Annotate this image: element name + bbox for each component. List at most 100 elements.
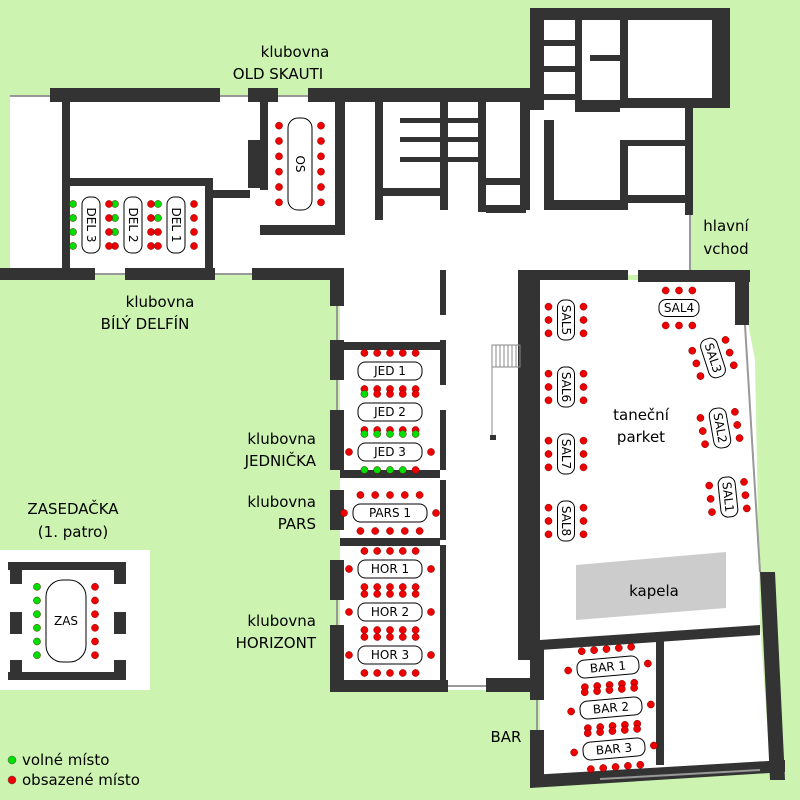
- table-top: [123, 196, 143, 254]
- label-bar: BAR: [491, 728, 522, 746]
- table-top: [287, 117, 313, 211]
- walls: [0, 8, 785, 788]
- wall: [260, 225, 345, 235]
- seat-occupied: [579, 369, 588, 378]
- seat-occupied: [661, 321, 670, 330]
- seat-free: [33, 596, 41, 605]
- seat-occupied: [729, 361, 738, 370]
- table-jed-2: JED 2: [357, 390, 423, 434]
- table-sal6: SAL6: [544, 366, 588, 408]
- seat-occupied: [579, 450, 588, 458]
- table-hor-2: HOR 2: [345, 590, 435, 634]
- wall: [8, 562, 126, 570]
- seat-occupied: [345, 651, 353, 659]
- wall: [330, 560, 344, 600]
- seat-occupied: [399, 583, 407, 591]
- seat-occupied: [411, 590, 420, 598]
- table-bar-3: BAR 3: [570, 725, 658, 773]
- seat-occupied: [386, 349, 394, 357]
- seat-occupied: [411, 626, 420, 634]
- wall: [440, 340, 446, 385]
- label-hlavni-line2: vchod: [703, 240, 748, 258]
- table-sal4: SAL4: [658, 286, 700, 330]
- seat-occupied: [627, 643, 635, 651]
- wall: [448, 118, 478, 123]
- seat-occupied: [317, 167, 325, 176]
- seat-free: [411, 430, 420, 438]
- wall: [486, 205, 526, 213]
- seat-occupied: [411, 390, 420, 398]
- seat-occupied: [602, 645, 611, 653]
- wall: [308, 88, 538, 102]
- stairs-icon: [491, 344, 521, 368]
- seat-occupied: [411, 633, 420, 641]
- seat-occupied: [661, 286, 670, 295]
- seat-occupied: [275, 121, 283, 130]
- seat-occupied: [345, 608, 353, 616]
- table-top: [352, 503, 428, 523]
- table-label: SAL8: [559, 506, 573, 536]
- seat-occupied: [636, 760, 645, 769]
- table-label: SAL6: [559, 372, 573, 402]
- table-label: DEL 3: [84, 208, 98, 243]
- seat-free: [154, 200, 162, 208]
- seat-occupied: [411, 583, 420, 591]
- table-label: DEL 2: [126, 208, 140, 243]
- table-hor-3: HOR 3: [345, 633, 435, 677]
- table-sal7: SAL7: [544, 433, 588, 475]
- seat-occupied: [415, 527, 424, 535]
- wall: [656, 640, 664, 765]
- legend-free-label: volné místo: [22, 751, 109, 769]
- seat-occupied: [647, 700, 655, 709]
- table-label: HOR 1: [371, 562, 409, 576]
- seat-occupied: [579, 517, 588, 525]
- seat-occupied: [373, 349, 382, 357]
- seat-occupied: [275, 198, 283, 207]
- wall: [114, 562, 126, 584]
- seat-occupied: [317, 198, 325, 207]
- wall: [330, 625, 344, 690]
- table-top: [45, 579, 87, 663]
- seat-occupied: [611, 763, 620, 771]
- table-top: [166, 196, 186, 254]
- wall: [620, 98, 730, 108]
- seat-occupied: [360, 633, 369, 641]
- table-top: [557, 299, 575, 341]
- table-top: [357, 645, 423, 665]
- seat-occupied: [544, 450, 553, 458]
- table-label: PARS 1: [369, 506, 411, 520]
- wall: [638, 270, 750, 282]
- table-top: [579, 696, 643, 720]
- table-label: BAR 3: [595, 740, 632, 757]
- table-top: [557, 433, 575, 475]
- seat-occupied: [399, 633, 407, 641]
- seat-occupied: [399, 349, 407, 357]
- seat-occupied: [427, 651, 435, 659]
- seat-occupied: [317, 137, 325, 145]
- wall: [440, 545, 446, 685]
- seat-occupied: [427, 448, 435, 456]
- wall: [540, 625, 760, 650]
- wall: [248, 178, 268, 188]
- seat-occupied: [544, 503, 553, 512]
- seat-occupied: [735, 434, 744, 442]
- seat-occupied: [688, 346, 697, 355]
- seat-occupied: [599, 764, 608, 772]
- table-top: [357, 442, 423, 462]
- wall: [248, 140, 262, 185]
- window: [599, 769, 761, 780]
- seat-occupied: [721, 336, 730, 344]
- seat-free: [386, 430, 394, 438]
- table-label: JED 1: [373, 364, 406, 378]
- wall: [440, 100, 448, 210]
- seat-occupied: [91, 624, 99, 632]
- seat-occupied: [698, 427, 707, 435]
- table-label: JED 2: [373, 405, 406, 419]
- seat-occupied: [190, 200, 198, 208]
- seat-occupied: [356, 527, 365, 535]
- seat-occupied: [564, 666, 572, 675]
- label-bily-delfin-line1: klubovna: [126, 293, 195, 311]
- table-del-2: DEL 2: [111, 196, 155, 254]
- seat-occupied: [360, 590, 369, 598]
- seat-free: [154, 214, 162, 222]
